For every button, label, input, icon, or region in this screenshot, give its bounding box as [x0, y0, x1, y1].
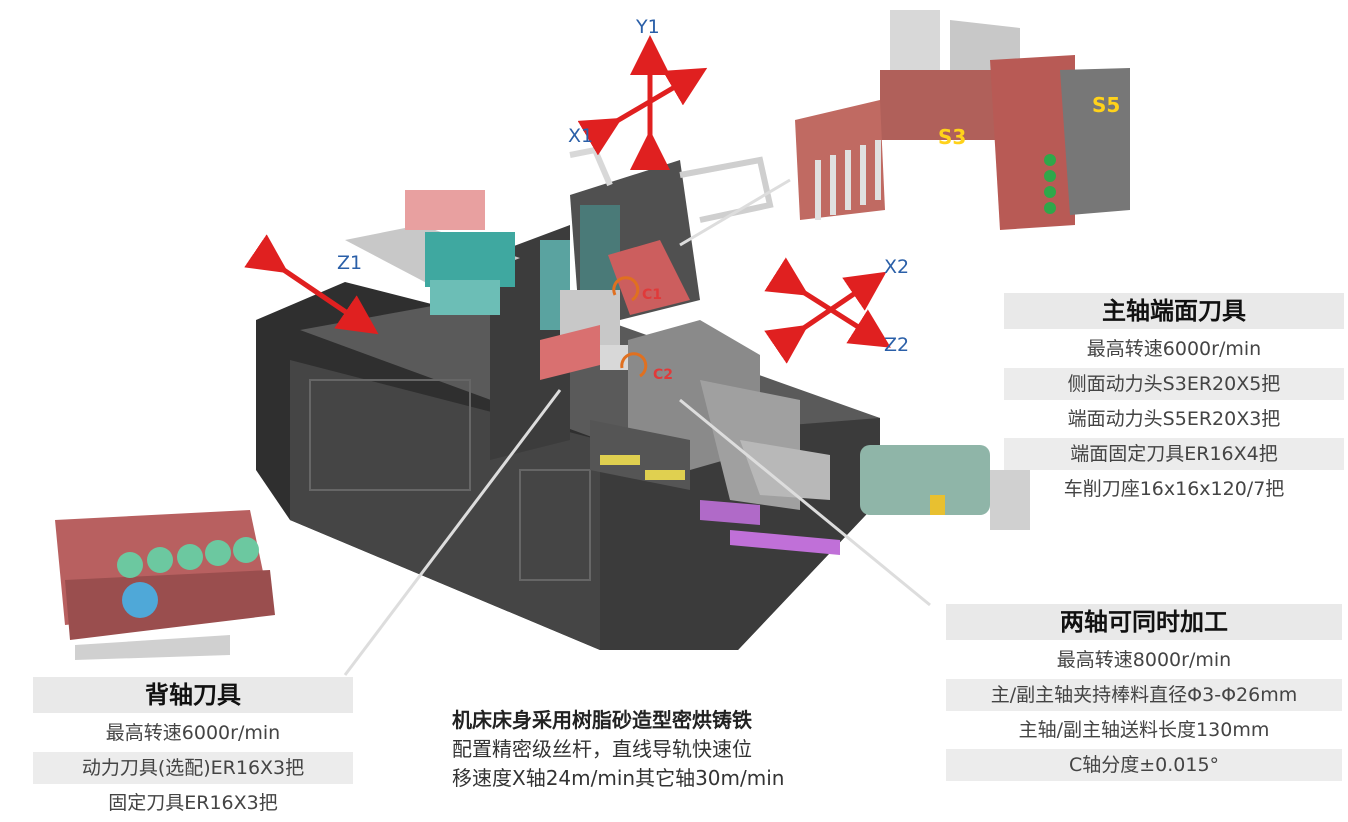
s3-label: S3 — [938, 125, 967, 149]
back-axis-tool-block — [55, 510, 275, 660]
x2-label: X2 — [884, 256, 910, 278]
dual-axis-panel: 两轴可同时加工 最高转速8000r/min 主/副主轴夹持棒料直径Φ3-Φ26m… — [946, 604, 1342, 784]
spindle-face-tools-panel: 主轴端面刀具 最高转速6000r/min 侧面动力头S3ER20X5把 端面动力… — [1004, 293, 1344, 508]
spec-row: 最高转速8000r/min — [1056, 649, 1232, 671]
power-tool-assembly — [795, 10, 1130, 230]
main-spindle-unit — [345, 190, 520, 315]
spec-row: 固定刀具ER16X3把 — [108, 792, 278, 814]
spec-row: 最高转速6000r/min — [1086, 338, 1262, 360]
z1-label: Z1 — [337, 252, 363, 274]
spec-row: 车削刀座16x16x120/7把 — [1063, 478, 1285, 500]
bed-caption-line2: 配置精密级丝杆，直线导轨快速位 — [452, 737, 752, 761]
spec-row: 最高转速6000r/min — [105, 722, 281, 744]
c1-rotation-icon — [612, 276, 640, 302]
x1-label: X1 — [568, 125, 594, 147]
z2-label: Z2 — [884, 334, 910, 356]
back-axis-tools-panel: 背轴刀具 最高转速6000r/min 动力刀具(选配)ER16X3把 固定刀具E… — [33, 677, 353, 822]
c2-label: C2 — [653, 367, 674, 383]
spec-row: 侧面动力头S3ER20X5把 — [1004, 368, 1344, 400]
spindle-face-tools-title: 主轴端面刀具 — [1004, 293, 1344, 329]
bed-caption: 机床床身采用树脂砂造型密烘铸铁 配置精密级丝杆，直线导轨快速位 移速度X轴24m… — [452, 706, 832, 793]
axis-arrows — [244, 35, 891, 364]
back-axis-tools-title: 背轴刀具 — [33, 677, 353, 713]
spec-row: 主轴/副主轴送料长度130mm — [1018, 719, 1270, 741]
spec-row: 动力刀具(选配)ER16X3把 — [33, 752, 353, 784]
z1-arrow — [244, 234, 379, 335]
spec-row: 端面固定刀具ER16X4把 — [1004, 438, 1344, 470]
dual-axis-title: 两轴可同时加工 — [946, 604, 1342, 640]
bed-caption-line3: 移速度X轴24m/min其它轴30m/min — [452, 766, 785, 790]
spec-row: 主/副主轴夹持棒料直径Φ3-Φ26mm — [946, 679, 1342, 711]
s5-label: S5 — [1092, 93, 1121, 117]
callout-lines — [343, 178, 931, 676]
c1-label: C1 — [642, 287, 663, 303]
spec-row: C轴分度±0.015° — [946, 749, 1342, 781]
c2-rotation-icon — [620, 352, 648, 378]
bed-caption-line1: 机床床身采用树脂砂造型密烘铸铁 — [452, 708, 752, 732]
x1-arrow — [577, 67, 708, 156]
y1-label: Y1 — [636, 16, 660, 38]
sub-spindle-unit — [590, 320, 830, 510]
spec-row: 端面动力头S5ER20X3把 — [1067, 408, 1281, 430]
z2-arrow — [764, 257, 891, 348]
rotary-unit — [860, 445, 1030, 530]
